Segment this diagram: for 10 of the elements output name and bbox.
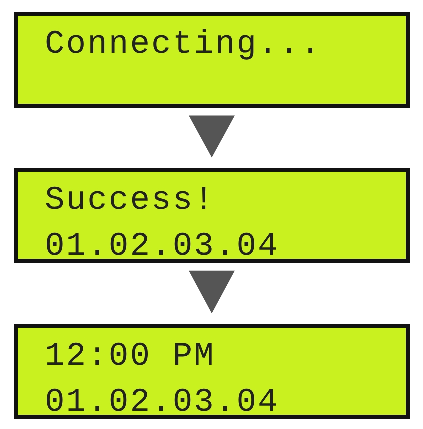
display-text: Success! — [45, 181, 216, 221]
lcd-display-screen — [14, 168, 410, 263]
down-arrow — [189, 116, 235, 158]
lcd-display-screen — [14, 324, 410, 419]
lcd-display-screen — [14, 12, 410, 108]
display-text: 12:00 PM — [45, 337, 216, 377]
display-text: 01.02.03.04 — [45, 227, 280, 267]
down-arrow — [189, 270, 235, 314]
display-text: 01.02.03.04 — [45, 383, 280, 423]
display-text: Connecting... — [45, 25, 322, 65]
